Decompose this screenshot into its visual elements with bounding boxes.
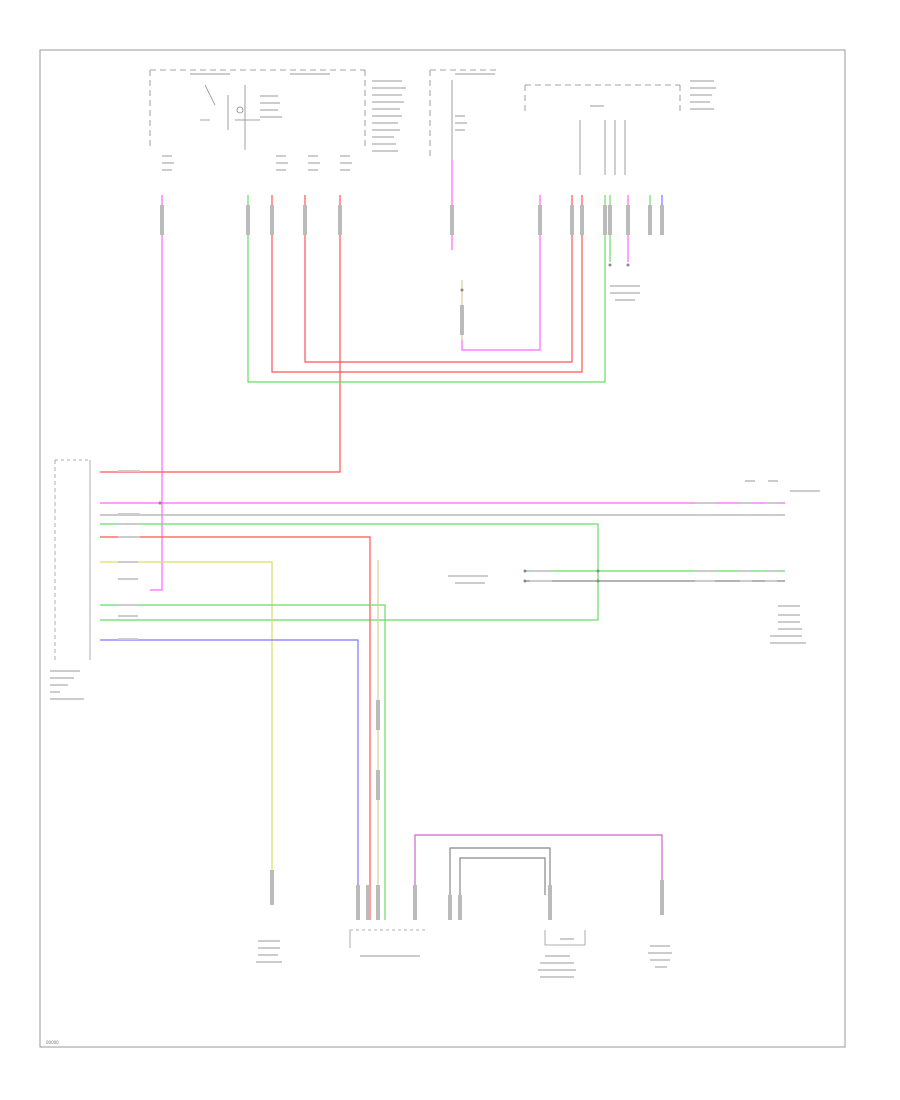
wire-yellow-h: [100, 561, 273, 880]
fuse-box-middle: [429, 69, 500, 160]
wires: [100, 160, 785, 920]
wire-purple-bottom: [414, 834, 663, 920]
wire-red-1: [100, 195, 341, 473]
wire-red-loop-1: [271, 195, 583, 373]
fuse-box-left: [149, 69, 366, 150]
wire-blue-h: [100, 639, 359, 920]
wire-code-marks: [160, 205, 664, 920]
top-text-marks: [190, 73, 716, 152]
wire-green-loop: [247, 195, 606, 383]
wire-red-loop-2: [304, 195, 573, 363]
fuse-label-marks: [162, 115, 467, 171]
bottom-components: [256, 929, 672, 978]
diagram-border: [39, 49, 846, 1048]
transmission-control-module: [50, 459, 140, 700]
wire-red-h2: [100, 536, 371, 920]
wire-green-h3: [100, 604, 386, 920]
wire-pink-loop: [461, 195, 541, 351]
wire-pink-1: [150, 195, 163, 591]
diagram-code: 00000: [46, 1040, 59, 1045]
connector-dots: [158, 263, 630, 583]
fuse-box-right: [524, 84, 681, 175]
wire-gray-bottom-2: [459, 857, 546, 920]
wire-gray-bottom-1: [449, 847, 551, 920]
right-labels: [448, 285, 820, 644]
